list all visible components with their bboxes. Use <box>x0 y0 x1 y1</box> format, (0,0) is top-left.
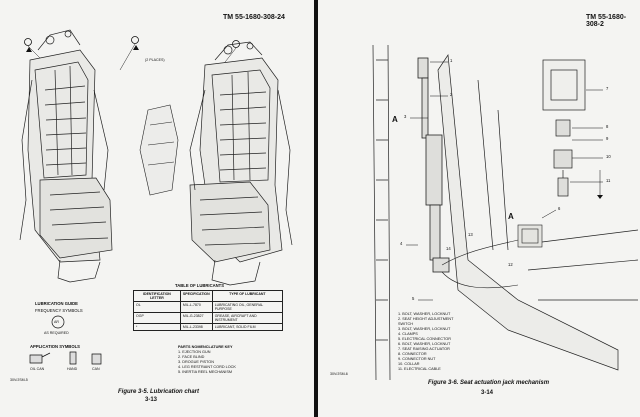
parts-key-item: 2. FACE BLIND <box>178 355 205 359</box>
page-number-left: 3-13 <box>145 397 158 403</box>
callout-3: 3 <box>404 114 407 119</box>
callout-1: 1 <box>450 58 453 63</box>
parts-key-item: 1. BOLT, WASHER, LOCKNUT <box>398 312 451 316</box>
callout-10: 10 <box>606 154 611 159</box>
table-title: TABLE OF LUBRICANTS <box>175 283 225 288</box>
parts-key-item: 6. BOLT, WASHER, LOCKNUT <box>398 342 451 346</box>
actuation-jack <box>417 57 450 273</box>
view-label-a-lower: A <box>508 212 514 221</box>
cable <box>441 239 519 289</box>
table-header: TYPE OF LUBRICANT <box>211 290 284 302</box>
table-row: * MIL-L-23398 LUBRICANT, SOLID FILM <box>133 323 284 331</box>
callout-5: 5 <box>412 296 415 301</box>
callout-11: 11 <box>606 178 611 183</box>
guide-title: LUBRICATION GUIDE <box>35 301 78 306</box>
table-cell: LUBRICATING OIL, GENERAL PURPOSE <box>211 301 284 313</box>
table-row: OGP MIL-G-23827 GREASE, AIRCRAFT AND INS… <box>133 312 284 324</box>
tm-number-left: TM 55-1680-308-24 <box>223 14 285 21</box>
callout-7: 7 <box>606 86 609 91</box>
table-header-row: IDENTIFICATION LETTER SPECIFICATION TYPE… <box>133 290 284 302</box>
hand-label: HAND <box>67 367 78 371</box>
figure-id-left: 30V/JSM-5 <box>10 378 28 382</box>
caption-right: Figure 3-6. Seat actuation jack mechanis… <box>428 380 550 386</box>
parts-key-item: 11. ELECTRICAL CABLE <box>398 367 441 371</box>
ejection-seat-illustrations <box>19 29 293 365</box>
right-page: TM 55-1680-308-2 <box>318 0 640 417</box>
parts-key-item: 2. SEAT HEIGHT ADJUSTMENT <box>398 317 454 321</box>
parts-key-item: SWITCH <box>398 322 413 326</box>
seat-illustration-right <box>189 41 293 286</box>
view-label-a-upper: A <box>392 115 398 124</box>
parts-key-item: 9. CONNECTOR NUT <box>398 357 436 361</box>
table-cell: * <box>133 323 181 331</box>
jack-mechanism-illustration <box>372 44 639 381</box>
table-cell: MIL-L-23398 <box>179 323 213 331</box>
application-icons <box>29 351 102 365</box>
guide-subtitle: FREQUENCY SYMBOLS <box>35 308 83 313</box>
parts-key-item: 5. ELECTRICAL CONNECTOR <box>398 337 451 341</box>
oil-can-icon <box>29 352 51 364</box>
can-icon <box>91 353 102 365</box>
table-cell: MIL-L-7870 <box>179 301 213 313</box>
callout-8: 8 <box>606 124 609 129</box>
frequency-symbol-circle <box>51 315 65 329</box>
table-header: SPECIFICATION <box>179 290 213 302</box>
callout-12: 12 <box>508 262 513 267</box>
left-page: TM 55-1680-308-24 <box>0 0 314 417</box>
callout-6: 6 <box>558 206 561 211</box>
table-cell: MIL-G-23827 <box>179 312 213 324</box>
parts-key-title: PARTS NOMENCLATURE KEY <box>178 345 233 349</box>
application-title: APPLICATION SYMBOLS <box>30 344 80 349</box>
table-header: IDENTIFICATION LETTER <box>133 290 181 302</box>
table-cell: OL <box>133 301 181 313</box>
parts-key-item: 3. BOLT, WASHER, LOCKNUT <box>398 327 451 331</box>
switch-box <box>517 224 543 248</box>
lubricants-table: IDENTIFICATION LETTER SPECIFICATION TYPE… <box>133 290 284 331</box>
figure-id-right: 30V/JSM-6 <box>330 372 348 376</box>
table-row: OL MIL-L-7870 LUBRICATING OIL, GENERAL P… <box>133 301 284 313</box>
tm-number-right: TM 55-1680-308-2 <box>586 14 627 28</box>
callout-4: 4 <box>400 241 403 246</box>
callout-leaders <box>406 61 603 301</box>
table-cell: LUBRICANT, SOLID FILM <box>211 323 284 331</box>
seat-illustration-left <box>19 29 113 283</box>
parts-key-item: 3. DROGUE PISTON <box>178 360 215 364</box>
callout-2: 2 <box>450 92 453 97</box>
can-label: CAN <box>92 367 100 371</box>
parts-key-item: 8. CONNECTOR <box>398 352 427 356</box>
parts-key-item: 5. INERTIA REEL MECHANISM <box>178 370 233 374</box>
callout-14: 14 <box>446 246 451 251</box>
arrow-icon <box>597 195 603 199</box>
parts-key-item: 4. CLAMPS <box>398 332 418 336</box>
hand-icon <box>69 351 77 365</box>
callout-13: 13 <box>468 232 473 237</box>
parts-key-item: 10. COLLAR <box>398 362 420 366</box>
seat-frame <box>372 44 639 381</box>
parts-key-item: 7. SEAT RAISING ACTUATOR <box>398 347 450 351</box>
callout-9: 9 <box>606 136 609 141</box>
actuator-detail <box>542 59 586 197</box>
oil-can-label: OIL CAN <box>30 367 45 371</box>
page-gutter <box>314 0 318 417</box>
lubrication-markers <box>24 36 240 52</box>
parts-key-item: 4. LEG RESTRAINT CORD LOCK <box>178 365 236 369</box>
caption-left: Figure 3-5. Lubrication chart <box>118 389 200 395</box>
jack-parts-key: 1. BOLT, WASHER, LOCKNUT 2. SEAT HEIGHT … <box>398 312 454 372</box>
table-cell: OGP <box>133 312 181 324</box>
guide-symbol-label: AS REQUIRED <box>44 331 69 335</box>
callout-2-places: (2 PLACES) <box>145 58 165 62</box>
parts-key: PARTS NOMENCLATURE KEY 1. EJECTION GUN 2… <box>178 345 236 375</box>
parts-key-item: 1. EJECTION GUN <box>178 350 211 354</box>
page-number-right: 3-14 <box>481 390 494 396</box>
detail-part <box>139 104 179 196</box>
guide-symbol: AR <box>54 320 59 324</box>
table-cell: GREASE, AIRCRAFT AND INSTRUMENT <box>211 312 284 324</box>
